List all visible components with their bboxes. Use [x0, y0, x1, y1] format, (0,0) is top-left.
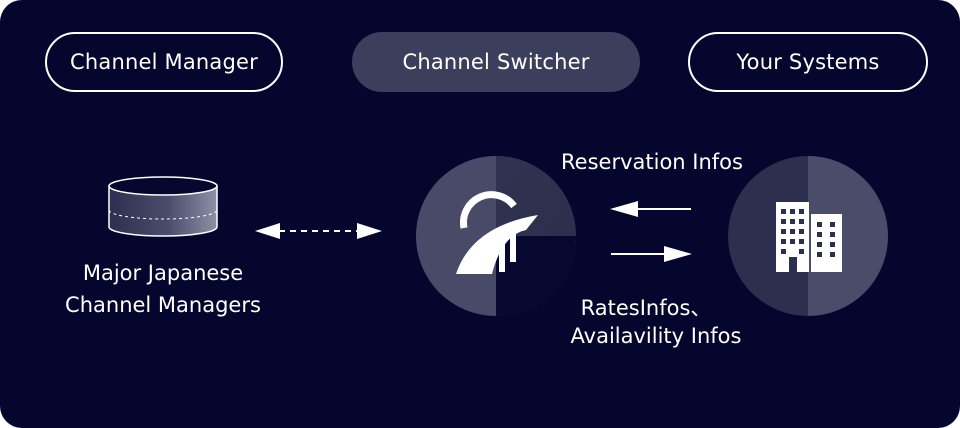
rates-infos-label: RatesInfos、	[580, 296, 712, 320]
database-icon	[108, 176, 218, 237]
your-systems-pill: Your Systems	[688, 32, 928, 92]
reservation-arrow-left	[610, 201, 691, 217]
channel-manager-label: Channel Manager	[70, 50, 258, 74]
left-node-label-line2: Channel Managers	[65, 293, 261, 317]
bidirectional-dashed-arrow	[255, 223, 382, 239]
channel-switcher-pill: Channel Switcher	[352, 32, 640, 92]
channel-switcher-logo-icon	[416, 156, 576, 316]
reservation-infos-label: Reservation Infos	[561, 150, 743, 174]
your-systems-label: Your Systems	[736, 50, 880, 74]
channel-manager-pill: Channel Manager	[45, 32, 283, 92]
rates-arrow-right	[611, 246, 692, 262]
availability-infos-label: Availavility Infos	[570, 324, 742, 348]
channel-switcher-label: Channel Switcher	[402, 50, 590, 74]
left-node-label-line1: Major Japanese	[82, 261, 244, 285]
building-icon	[728, 156, 888, 316]
